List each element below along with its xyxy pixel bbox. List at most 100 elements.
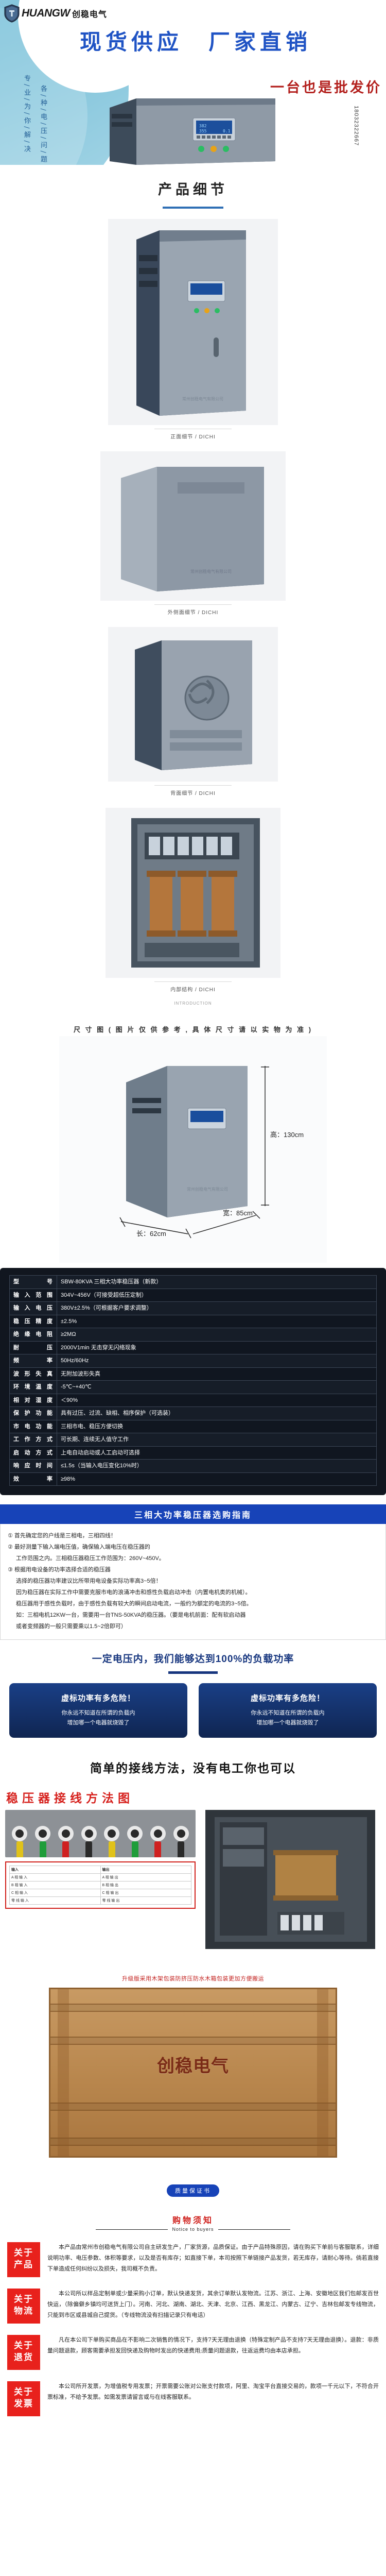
claim-rule [168, 1671, 218, 1674]
notice-section: 关于物流本公司所以样品定制单或少量采购小订单，默认快递发货，其余订单默认发物流。… [7, 2289, 379, 2324]
photo-block-internal: 内部结构 / DICHI INTRODUCTION [0, 808, 386, 1016]
wiring-lug [16, 1841, 23, 1858]
wiring-lug [108, 1841, 115, 1858]
contact-phone[interactable]: 18032322667 [353, 106, 359, 146]
caption-text: 正面细节 / DICHI [170, 434, 216, 440]
caption-text: 内部结构 / DICHI [170, 987, 216, 993]
photo-caption-side: 外侧面细节 / DICHI [0, 601, 386, 624]
certificate-band: 质量保证书 [0, 2171, 386, 2200]
notice-section-tag: 关于退货 [7, 2335, 40, 2370]
brand-name-en: HUANGW [22, 7, 70, 19]
wiring-lug [154, 1841, 162, 1858]
photo-caption-front: 正面细节 / DICHI [0, 425, 386, 448]
notice-section-body: 凡在本公司下单购买商品在不影响二次销售的情况下，支持7天无理由退换（特殊定制产品… [47, 2336, 379, 2354]
guide-line: 或者变频器的一般只需要乘以1.5~2倍即可） [16, 1623, 127, 1630]
spec-value: 304V~456V（可接受超低压定制） [57, 1288, 377, 1302]
notice-section-body: 本产品由常州市创稳电气有限公司自主研发生产，厂家货源，品质保证。由于产品特殊原因… [47, 2244, 379, 2273]
warning-card-line-2: 增加哪一个电器就烧毁了 [67, 1719, 130, 1726]
spec-key: 效率 [9, 1472, 57, 1486]
guide-line: 因为稳压器在实际工作中需要克服市电的浪涌冲击和感性负载启动冲击（内置电机类的机械… [16, 1589, 251, 1596]
banner-vertical-text-2: 各/种/电/压/问/题 [39, 85, 47, 165]
svg-text:长：62cm: 长：62cm [136, 1230, 166, 1238]
wiring-terminal [81, 1826, 97, 1858]
spec-key: 稳压精度 [9, 1314, 57, 1328]
wiring-table-cell: 零 线 输 入 [9, 1896, 101, 1905]
notice-tag-line-2: 退货 [14, 2352, 33, 2363]
warning-card-line-1: 你永远不知道在所谓的负载内 [61, 1710, 135, 1716]
spec-row: 启动方式上电自动启动或人工启动可选择 [9, 1446, 377, 1460]
svg-text:0.1: 0.1 [223, 129, 231, 133]
photo-caption-back: 背面细节 / DICHI [0, 782, 386, 805]
notice-section-tag: 关于产品 [7, 2242, 40, 2278]
brand-logo[interactable]: HUANGW 创稳电气 [4, 4, 107, 23]
photo-caption-internal-en: INTRODUCTION [174, 1001, 212, 1006]
product-photo-internal [106, 808, 280, 978]
section-title-detail: 产品细节 [158, 182, 228, 198]
spec-key: 相对湿度 [9, 1393, 57, 1407]
spec-value: 可长期、连续无人值守工作 [57, 1433, 377, 1447]
spec-key: 绝缘电阻 [9, 1328, 57, 1342]
crate-vbar [317, 1989, 328, 2157]
spec-row: 波形失真无附加波形失真 [9, 1367, 377, 1381]
wiring-lug [131, 1841, 138, 1858]
spec-row: 环境温度-5℃~+40℃ [9, 1380, 377, 1394]
spec-key: 启动方式 [9, 1446, 57, 1460]
caption-divider [154, 785, 232, 786]
guide-body: ① 首先确定您的户线是三相电，三相四线！② 最好测量下输入端电压值，确保输入端电… [0, 1524, 386, 1640]
crate-label: 创稳电气 [157, 2056, 229, 2076]
wiring-terminal [150, 1826, 166, 1858]
wiring-table-header: 输出 [100, 1866, 191, 1874]
wiring-terminal [104, 1826, 120, 1858]
notice-tag-line-2: 发票 [14, 2398, 33, 2409]
notice-section-body: 本公司所以样品定制单或少量采购小订单，默认快递发货，其余订单默认发物流。江苏、浙… [47, 2290, 379, 2319]
spec-key: 市电功能 [9, 1419, 57, 1433]
notice-sections: 关于产品本产品由常州市创稳电气有限公司自主研发生产，厂家货源，品质保证。由于产品… [0, 2234, 386, 2448]
caption-divider [154, 604, 232, 605]
warning-card-title: 虚标功率有多危险！ [250, 1694, 325, 1703]
warning-card: 虚标功率有多危险！ 你永远不知道在所谓的负载内 增加哪一个电器就烧毁了 [199, 1683, 377, 1738]
caption-text: 背面细节 / DICHI [170, 791, 216, 796]
svg-text:355: 355 [199, 129, 207, 133]
spec-key: 环境温度 [9, 1380, 57, 1394]
notice-tag-line-2: 产品 [14, 2260, 33, 2270]
product-photo-back [108, 627, 278, 782]
shield-icon [4, 4, 20, 23]
wiring-table-cell: A 相 输 入 [9, 1873, 101, 1882]
wiring-table-cell: 零 线 输 出 [100, 1896, 191, 1905]
packing-crate-image: 创稳电气 [49, 1988, 337, 2158]
guide-title: 三相大功率稳压器选购指南 [0, 1504, 386, 1524]
crate-slat [50, 2138, 336, 2146]
wiring-table-row: 零 线 输 入零 线 输 出 [9, 1896, 191, 1905]
spec-value: 具有过压、过流、缺相、相序保护（可选装） [57, 1406, 377, 1420]
wiring-table-cell: C 相 输 出 [100, 1889, 191, 1897]
spec-key: 响应时间 [9, 1459, 57, 1473]
spec-row: 响应时间≤1.5s（当输入电压变化10%时） [9, 1459, 377, 1473]
spec-key: 频率 [9, 1354, 57, 1368]
guide-line: 稳压器用于感性负载时，由于感性负载有较大的瞬间启动电流，一般约为额定的电流的3~… [16, 1601, 252, 1607]
notice-divider-left [96, 2229, 168, 2230]
wiring-terminal [35, 1826, 51, 1858]
spec-value: 2000V1min 无击穿无闪络现象 [57, 1341, 377, 1354]
product-detail-page: HUANGW 创稳电气 现货供应 厂家直销 一台也是批发价 专/业/为/你/解/… [0, 0, 386, 2448]
spec-value: ≤1.5s（当输入电压变化10%时） [57, 1459, 377, 1473]
wiring-right-column [200, 1810, 381, 1952]
photo-caption-internal: 内部结构 / DICHI [0, 978, 386, 1001]
notice-section-tag: 关于发票 [7, 2381, 40, 2416]
spec-value: 上电自动启动或人工启动可选择 [57, 1446, 377, 1460]
spec-row: 工作方式可长期、连续无人值守工作 [9, 1433, 377, 1447]
spec-value: ±2.5% [57, 1314, 377, 1328]
crate-slat [50, 2037, 336, 2045]
wiring-terminal [12, 1826, 28, 1858]
wiring-terminal [127, 1826, 143, 1858]
wiring-headline: 简单的接线方法，没有电工你也可以 [90, 1761, 296, 1775]
spec-row: 相对湿度＜90% [9, 1393, 377, 1407]
banner-vertical-text-1: 专/业/为/你/解/决 [23, 75, 30, 155]
product-photo-front: 常州创稳电气有限公司 [108, 219, 278, 425]
